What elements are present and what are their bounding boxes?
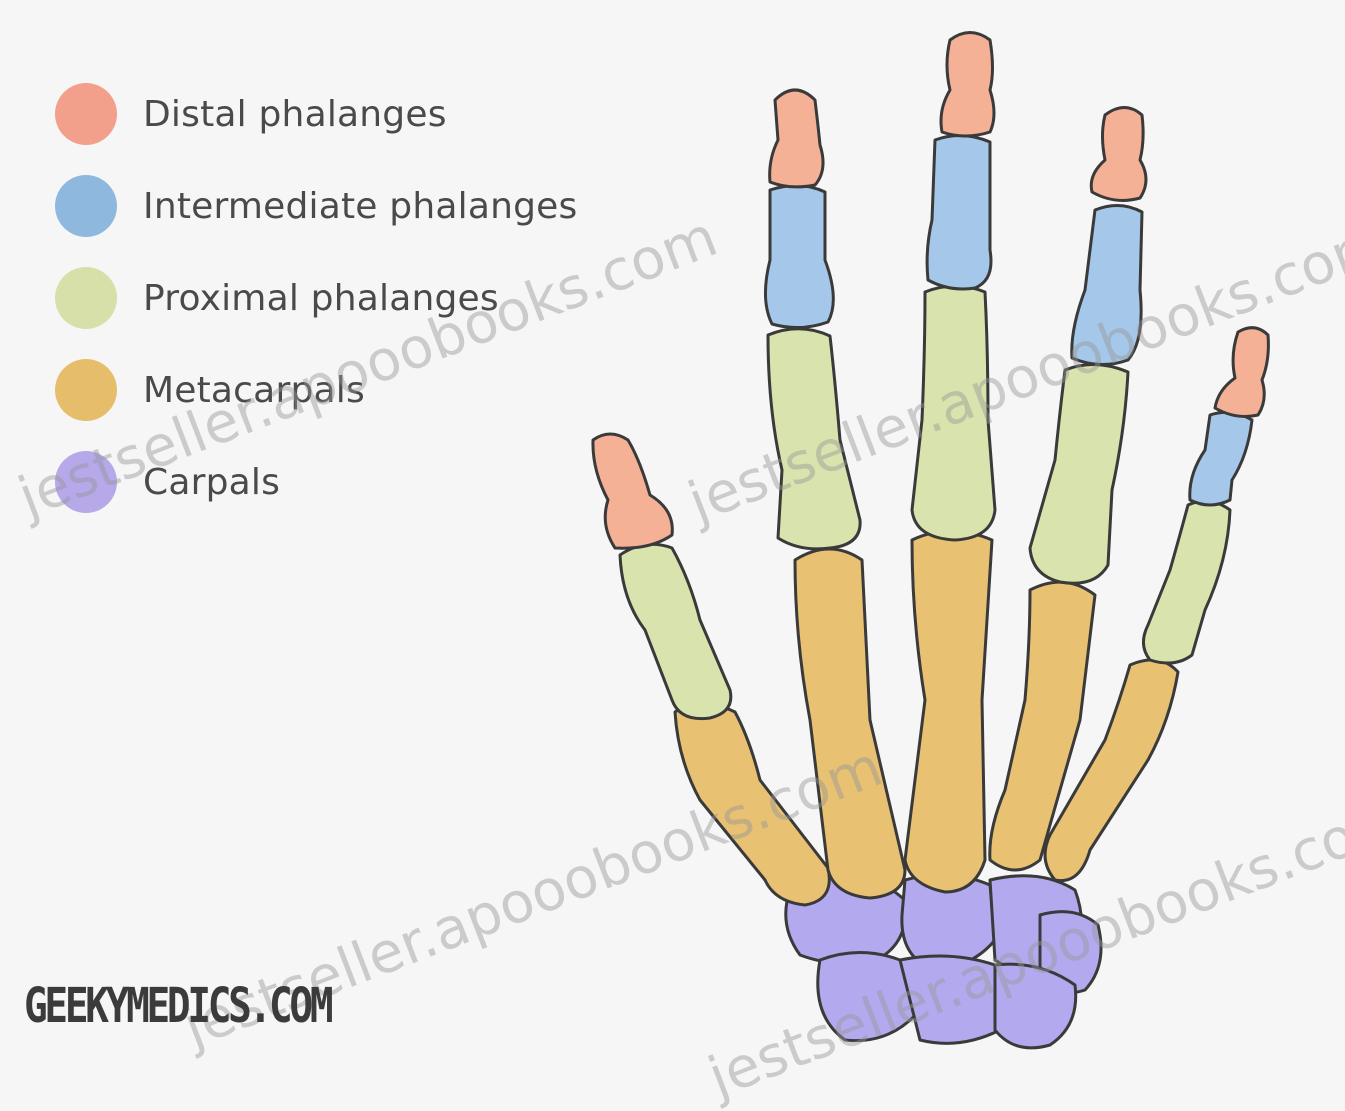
proximal-phalanx xyxy=(1030,364,1128,583)
intermediate-phalanx xyxy=(1072,205,1142,364)
carpal-swatch xyxy=(55,451,117,513)
proximal-phalanx xyxy=(620,544,731,718)
legend-label: Carpals xyxy=(143,462,280,503)
brand-logo: GEEKYMEDICS.COM xyxy=(24,978,330,1034)
intermediate-phalanx xyxy=(1190,412,1252,505)
carpal-bones xyxy=(786,875,1101,1048)
intermediate-phalanx xyxy=(765,185,833,327)
hand-bones-diagram: Distal phalanges Intermediate phalanges … xyxy=(0,0,1345,1059)
middle-finger xyxy=(905,33,995,893)
distal-phalanx xyxy=(1091,108,1146,201)
intermediate-phalanx xyxy=(927,135,991,289)
legend-label: Proximal phalanges xyxy=(143,278,499,319)
intermediate-swatch xyxy=(55,175,117,237)
distal-phalanx xyxy=(593,434,672,548)
metacarpal-bone xyxy=(905,531,992,892)
distal-swatch xyxy=(55,83,117,145)
legend-item-distal: Distal phalanges xyxy=(55,68,577,160)
carpal-bone xyxy=(900,956,1000,1043)
metacarpal-swatch xyxy=(55,359,117,421)
legend-item-metacarpals: Metacarpals xyxy=(55,344,577,436)
legend-label: Metacarpals xyxy=(143,370,365,411)
carpal-bone xyxy=(995,964,1076,1048)
index-finger xyxy=(765,90,905,898)
legend-item-carpals: Carpals xyxy=(55,436,577,528)
legend-label: Intermediate phalanges xyxy=(143,186,577,227)
proximal-phalanx xyxy=(912,286,995,540)
distal-phalanx xyxy=(1215,328,1268,417)
proximal-phalanx xyxy=(1143,501,1230,663)
proximal-phalanx xyxy=(768,329,860,549)
legend-item-proximal: Proximal phalanges xyxy=(55,252,577,344)
distal-phalanx xyxy=(770,90,823,187)
proximal-swatch xyxy=(55,267,117,329)
legend-item-intermediate: Intermediate phalanges xyxy=(55,160,577,252)
metacarpal-bone xyxy=(675,704,829,906)
distal-phalanx xyxy=(941,33,994,137)
legend-label: Distal phalanges xyxy=(143,94,447,135)
bone-legend: Distal phalanges Intermediate phalanges … xyxy=(55,68,577,528)
